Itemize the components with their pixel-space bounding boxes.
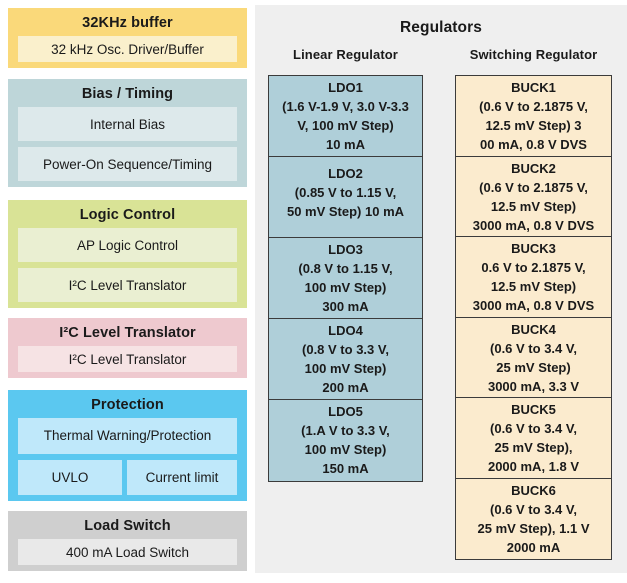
linear-regulator-column: Linear Regulator LDO1 (1.6 V-1.9 V, 3.0 … — [268, 47, 423, 482]
buck-stack: BUCK1 (0.6 V to 2.1875 V, 12.5 mV Step) … — [455, 75, 612, 560]
regulator-spec: (0.6 V to 3.4 V, 25 mV Step) 3000 mA, 3.… — [487, 340, 580, 394]
protection-row: UVLO Current limit — [18, 459, 237, 495]
regulator-spec: (1.6 V-1.9 V, 3.0 V-3.3 V, 100 mV Step) … — [282, 99, 409, 153]
ldo1-box: LDO1 (1.6 V-1.9 V, 3.0 V-3.3 V, 100 mV S… — [268, 75, 423, 158]
block-logic-control: Logic Control AP Logic Control I²C Level… — [8, 200, 247, 308]
switching-regulator-column: Switching Regulator BUCK1 (0.6 V to 2.18… — [455, 47, 612, 560]
switching-regulator-subtitle: Switching Regulator — [469, 47, 598, 62]
ldo2-box: LDO2 (0.85 V to 1.15 V, 50 mV Step) 10 m… — [268, 156, 423, 239]
block-bias-timing: Bias / Timing Internal Bias Power-On Seq… — [8, 79, 247, 187]
regulator-name: BUCK4 — [511, 321, 556, 337]
regulator-name: BUCK5 — [511, 402, 556, 417]
block-item-i2c-level-translator: I²C Level Translator — [18, 268, 237, 302]
regulator-spec: (0.6 V to 3.4 V, 25 mV Step), 1.1 V 2000… — [477, 501, 590, 555]
ldo3-box: LDO3 (0.8 V to 1.15 V, 100 mV Step) 300 … — [268, 237, 423, 320]
regulators-panel: Regulators Linear Regulator LDO1 (1.6 V-… — [255, 5, 627, 573]
block-item-i2c-level-translator: I²C Level Translator — [18, 346, 237, 372]
buck5-box: BUCK5 (0.6 V to 3.4 V, 25 mV Step), 2000… — [455, 397, 612, 479]
buck6-box: BUCK6 (0.6 V to 3.4 V, 25 mV Step), 1.1 … — [455, 477, 612, 560]
regulator-name: LDO3 — [328, 242, 363, 258]
regulator-spec: 0.6 V to 2.1875 V, 12.5 mV Step) 3000 mA… — [472, 260, 595, 313]
block-title: I²C Level Translator — [59, 325, 196, 341]
block-item-uvlo: UVLO — [18, 459, 122, 495]
regulator-spec: (0.8 V to 1.15 V, 100 mV Step) 300 mA — [298, 261, 393, 315]
block-item-load-switch: 400 mA Load Switch — [18, 539, 237, 565]
block-title: 32KHz buffer — [82, 15, 173, 31]
block-i2c-level-translator: I²C Level Translator I²C Level Translato… — [8, 318, 247, 378]
regulator-name: LDO4 — [328, 323, 363, 339]
regulator-spec: (0.8 V to 3.3 V, 100 mV Step) 200 mA — [302, 342, 389, 396]
buck2-box: BUCK2 (0.6 V to 2.1875 V, 12.5 mV Step) … — [455, 155, 612, 238]
block-title: Load Switch — [84, 518, 171, 534]
regulator-name: BUCK2 — [511, 160, 556, 176]
block-title: Logic Control — [79, 207, 176, 223]
linear-regulator-subtitle: Linear Regulator — [293, 47, 398, 62]
regulator-name: BUCK3 — [511, 241, 556, 256]
block-32khz-buffer: 32KHz buffer 32 kHz Osc. Driver/Buffer — [8, 8, 247, 68]
regulator-spec: (0.6 V to 2.1875 V, 12.5 mV Step) 3 00 m… — [479, 99, 588, 152]
ldo-stack: LDO1 (1.6 V-1.9 V, 3.0 V-3.3 V, 100 mV S… — [268, 75, 423, 482]
regulator-name: LDO5 — [328, 404, 363, 420]
regulator-spec: (0.6 V to 2.1875 V, 12.5 mV Step) 3000 m… — [472, 179, 595, 233]
ldo5-box: LDO5 (1.A V to 3.3 V, 100 mV Step) 150 m… — [268, 399, 423, 482]
regulator-name: LDO2 — [328, 166, 363, 181]
regulator-name: BUCK1 — [511, 80, 556, 95]
block-item-current-limit: Current limit — [127, 459, 237, 495]
regulator-name: BUCK6 — [511, 482, 556, 498]
buck1-box: BUCK1 (0.6 V to 2.1875 V, 12.5 mV Step) … — [455, 75, 612, 157]
block-item-power-on-sequence: Power-On Sequence/Timing — [18, 147, 237, 181]
block-protection: Protection Thermal Warning/Protection UV… — [8, 390, 247, 501]
block-item-osc-driver-buffer: 32 kHz Osc. Driver/Buffer — [18, 36, 237, 62]
buck3-box: BUCK3 0.6 V to 2.1875 V, 12.5 mV Step) 3… — [455, 236, 612, 318]
block-item-ap-logic-control: AP Logic Control — [18, 228, 237, 262]
ldo4-box: LDO4 (0.8 V to 3.3 V, 100 mV Step) 200 m… — [268, 318, 423, 401]
regulator-spec: (0.6 V to 3.4 V, 25 mV Step), 2000 mA, 1… — [487, 421, 580, 474]
regulator-spec: (0.85 V to 1.15 V, 50 mV Step) 10 mA — [286, 185, 405, 219]
block-load-switch: Load Switch 400 mA Load Switch — [8, 511, 247, 571]
block-item-internal-bias: Internal Bias — [18, 107, 237, 141]
regulators-title: Regulators — [400, 19, 482, 36]
buck4-box: BUCK4 (0.6 V to 3.4 V, 25 mV Step) 3000 … — [455, 316, 612, 399]
block-item-thermal-warning: Thermal Warning/Protection — [18, 418, 237, 454]
regulator-name: LDO1 — [328, 80, 363, 96]
block-title: Bias / Timing — [81, 86, 174, 102]
regulator-spec: (1.A V to 3.3 V, 100 mV Step) 150 mA — [301, 423, 390, 477]
block-title: Protection — [91, 397, 164, 413]
